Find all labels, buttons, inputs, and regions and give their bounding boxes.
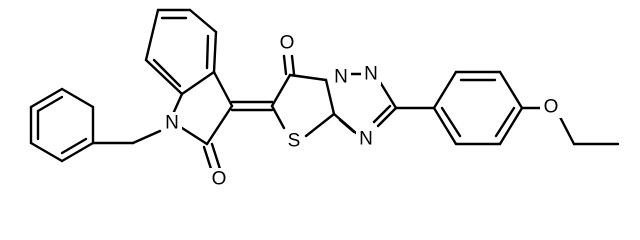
bond [144,58,184,96]
bond [498,106,524,146]
bond [212,30,218,74]
atom-label-o: O [544,97,559,118]
thiazolone-ring [270,54,336,138]
benzyl-phenyl-ring [29,87,95,163]
atom-label-n: N [334,67,348,88]
bond [60,87,95,109]
atom-label-s: S [288,131,301,152]
bond [60,137,88,155]
bond [210,142,222,171]
bond [188,8,218,34]
bond [29,87,64,109]
bond [338,118,356,134]
bond [144,8,160,62]
ethoxyphenyl-ring [432,70,524,146]
bond [432,106,458,146]
bond [376,106,398,128]
bond [180,70,216,96]
bond [288,73,328,82]
bond [432,70,458,110]
atom-label-n: N [364,64,378,85]
bond [558,115,576,146]
bond [378,80,398,110]
bond [205,104,234,146]
triazole-ring [332,72,398,135]
bond [494,106,516,138]
bond [60,141,95,163]
atom-label-n: N [359,129,373,150]
bond [270,73,292,108]
bond [152,58,182,88]
atom-label-o: O [280,33,295,54]
bond [202,145,214,174]
indolinone-core [144,8,234,174]
bond [212,70,234,108]
bond [205,34,210,70]
bond [498,70,524,110]
bond [180,126,209,146]
bond [36,95,64,113]
bond [282,54,288,76]
bond [290,54,296,76]
bond [270,104,286,130]
chemical-structure-diagram: N O O S N N N O [29,8,620,190]
bond [440,106,462,138]
bond [372,104,392,124]
atom-label-o: O [212,169,227,190]
bond [171,92,184,116]
atom-label-n: N [165,113,179,134]
bond [131,129,162,145]
bond [304,112,336,138]
bond [29,141,64,163]
bond [324,78,336,116]
